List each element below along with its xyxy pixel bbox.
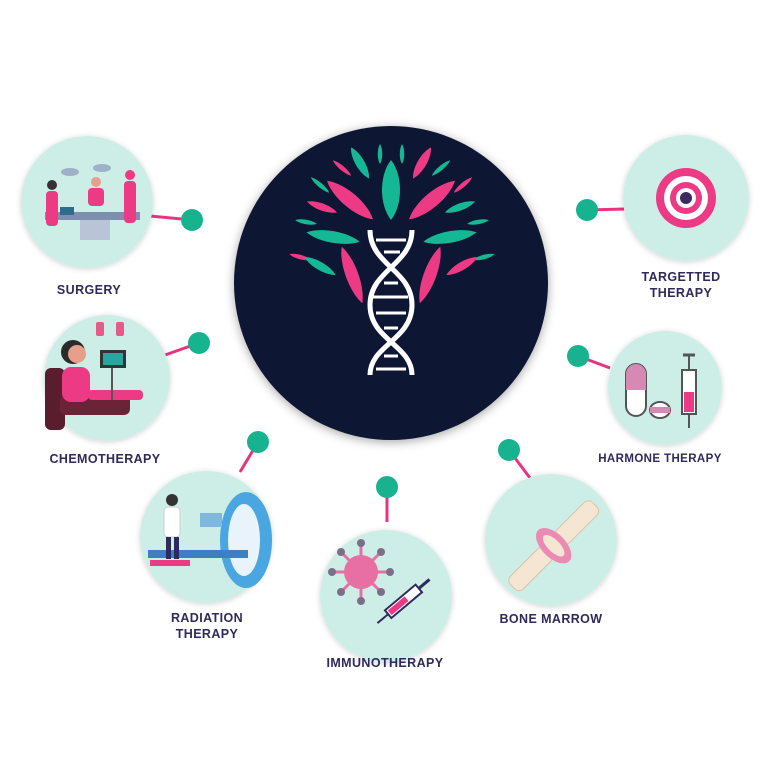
virus-syringe-icon bbox=[328, 539, 431, 624]
label-targetted-line2: THERAPY bbox=[649, 286, 713, 300]
dot-targetted bbox=[576, 199, 598, 221]
node-radiation[interactable] bbox=[140, 471, 272, 603]
label-radiation-line1: RADIATION bbox=[170, 611, 244, 625]
label-radiation-line2: THERAPY bbox=[175, 627, 239, 641]
node-harmone[interactable] bbox=[608, 331, 722, 445]
label-surgery: SURGERY bbox=[56, 283, 122, 297]
label-bone-marrow: BONE MARROW bbox=[499, 612, 603, 626]
center-logo bbox=[234, 126, 548, 440]
label-chemotherapy: CHEMOTHERAPY bbox=[49, 452, 161, 466]
chemotherapy-patient-icon bbox=[45, 322, 143, 430]
node-chemotherapy[interactable] bbox=[44, 315, 170, 441]
label-harmone: HARMONE THERAPY bbox=[598, 453, 722, 465]
radiation-scanner-icon bbox=[148, 492, 272, 588]
node-targetted[interactable] bbox=[623, 135, 749, 261]
node-immunotherapy[interactable] bbox=[320, 530, 452, 662]
dot-immunotherapy bbox=[376, 476, 398, 498]
label-radiation: RADIATION THERAPY bbox=[171, 610, 243, 642]
connectors bbox=[149, 207, 626, 522]
dot-chemotherapy bbox=[188, 332, 210, 354]
node-surgery[interactable] bbox=[21, 136, 153, 268]
dot-surgery bbox=[181, 209, 203, 231]
dot-harmone bbox=[567, 345, 589, 367]
connector-dots bbox=[181, 199, 598, 498]
dna-helix-icon bbox=[367, 229, 415, 376]
target-icon bbox=[656, 168, 716, 228]
dot-radiation bbox=[247, 431, 269, 453]
bone-joint-icon bbox=[508, 500, 600, 592]
node-bone-marrow[interactable] bbox=[485, 474, 617, 606]
label-targetted-line1: TARGETTED bbox=[641, 270, 721, 284]
surgery-team-icon bbox=[45, 164, 140, 240]
dot-bone-marrow bbox=[498, 439, 520, 461]
pills-syringe-icon bbox=[625, 353, 697, 428]
label-targetted: TARGETTED THERAPY bbox=[641, 269, 720, 301]
label-immunotherapy: IMMUNOTHERAPY bbox=[326, 656, 444, 670]
